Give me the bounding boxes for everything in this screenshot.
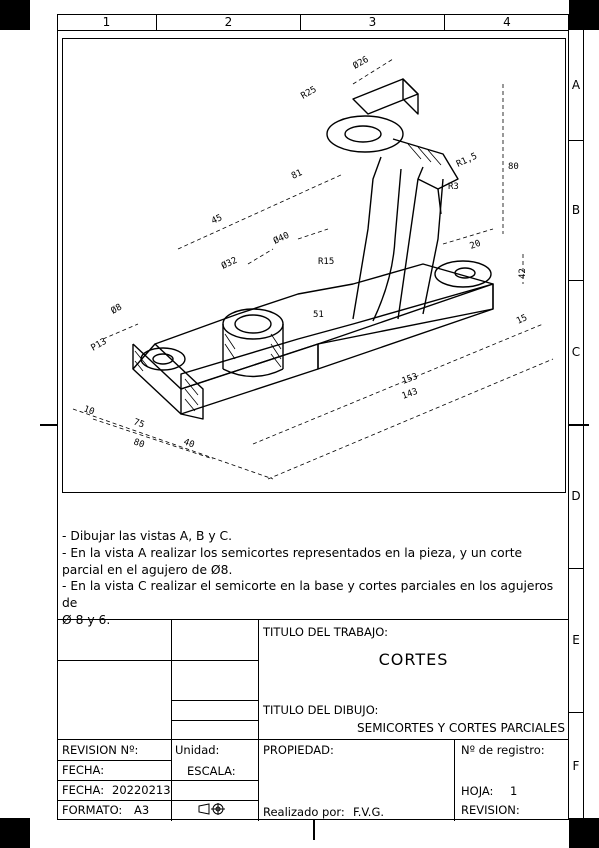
revision-label: REVISION: <box>461 803 520 817</box>
isometric-part-drawing: Ø26 R25 80 R1,5 R3 81 45 Ø32 Ø40 R15 20 … <box>72 54 554 480</box>
formato-value: A3 <box>134 803 150 817</box>
svg-text:Ø8: Ø8 <box>109 302 124 317</box>
row-divider <box>569 568 583 569</box>
svg-text:P13: P13 <box>90 337 109 354</box>
svg-text:R3: R3 <box>448 182 459 192</box>
svg-text:Ø26: Ø26 <box>351 54 371 72</box>
svg-text:42: 42 <box>518 268 528 279</box>
tb-vline <box>258 620 259 821</box>
tb-hline <box>57 800 258 801</box>
titulo-dibujo-value: SEMICORTES Y CORTES PARCIALES <box>357 721 565 735</box>
propiedad-label: PROPIEDAD: <box>263 743 334 757</box>
tb-hline <box>171 720 258 721</box>
row-divider <box>569 280 583 281</box>
svg-text:75: 75 <box>132 417 146 430</box>
tb-hline <box>57 660 171 661</box>
registro-label: Nº de registro: <box>461 743 545 757</box>
svg-text:R1,5: R1,5 <box>455 151 479 169</box>
revision-number-label: REVISION Nº: <box>62 743 139 757</box>
note-line: parcial en el agujero de Ø8. <box>62 562 233 577</box>
svg-text:20: 20 <box>469 239 483 252</box>
tb-hline <box>57 739 569 740</box>
svg-text:Ø40: Ø40 <box>272 230 291 247</box>
fecha-value-label: FECHA: <box>62 783 105 797</box>
titulo-dibujo-label: TITULO DEL DIBUJO: <box>263 703 379 717</box>
formato-label: FORMATO: <box>62 803 123 817</box>
corner-mark-bottom-left <box>0 818 30 848</box>
tb-hline <box>57 760 171 761</box>
row-divider <box>569 424 583 425</box>
projection-symbol-icon <box>197 802 227 819</box>
center-mark-bottom <box>313 820 315 840</box>
tb-hline <box>171 700 258 701</box>
row-divider <box>569 140 583 141</box>
note-line: - Dibujar las vistas A, B y C. <box>62 529 233 543</box>
svg-text:80: 80 <box>508 162 519 172</box>
column-label-3: 3 <box>301 14 445 30</box>
svg-text:51: 51 <box>313 310 324 320</box>
row-label-c: C <box>571 345 581 359</box>
corner-mark-top-right <box>569 0 599 30</box>
unidad-label: Unidad: <box>175 743 220 757</box>
note-line: - En la vista A realizar los semicortes … <box>62 545 523 560</box>
note-line: - En la vista C realizar el semicorte en… <box>62 579 554 611</box>
svg-text:R25: R25 <box>300 85 319 102</box>
svg-text:40: 40 <box>182 437 196 450</box>
isometric-drawing-area: Ø26 R25 80 R1,5 R3 81 45 Ø32 Ø40 R15 20 … <box>62 38 566 493</box>
row-label-f: F <box>572 759 580 773</box>
realizado-por-label: Realizado por: <box>263 805 345 819</box>
title-block: TITULO DEL TRABAJO: CORTES TITULO DEL DI… <box>57 619 569 821</box>
svg-text:Ø32: Ø32 <box>220 255 239 272</box>
row-divider <box>569 712 583 713</box>
svg-text:R15: R15 <box>318 257 334 267</box>
corner-mark-top-left <box>0 0 30 30</box>
tb-vline <box>454 739 455 821</box>
corner-mark-bottom-right <box>569 818 599 848</box>
row-label-d: D <box>571 489 581 503</box>
escala-label: ESCALA: <box>187 764 236 778</box>
svg-text:153: 153 <box>401 372 420 387</box>
center-mark-left <box>40 424 57 426</box>
tb-hline <box>171 660 258 661</box>
sheet-frame <box>57 14 569 820</box>
column-label-4: 4 <box>503 15 511 29</box>
svg-text:15: 15 <box>515 313 529 327</box>
titulo-trabajo-value: CORTES <box>378 650 449 669</box>
fecha-value: 20220213 <box>112 783 171 797</box>
svg-text:81: 81 <box>290 168 304 182</box>
svg-text:143: 143 <box>401 387 420 402</box>
realizado-por-value: F.V.G. <box>353 805 385 819</box>
row-header-rule <box>583 14 584 820</box>
tb-hline <box>57 780 258 781</box>
hoja-label: HOJA: <box>461 784 494 798</box>
row-label-e: E <box>572 633 580 647</box>
column-label-1: 1 <box>57 14 157 30</box>
hoja-value: 1 <box>510 784 518 798</box>
svg-text:10: 10 <box>82 404 96 417</box>
svg-text:45: 45 <box>210 213 224 227</box>
row-label-b: B <box>571 203 581 217</box>
row-label-a: A <box>571 78 581 92</box>
drawing-notes: - Dibujar las vistas A, B y C. - En la v… <box>62 528 566 629</box>
column-label-2: 2 <box>157 14 301 30</box>
titulo-trabajo-label: TITULO DEL TRABAJO: <box>263 625 389 639</box>
fecha-label: FECHA: <box>62 763 105 777</box>
svg-text:80: 80 <box>132 437 146 450</box>
column-header-rule <box>57 30 569 31</box>
center-mark-right <box>569 424 589 426</box>
